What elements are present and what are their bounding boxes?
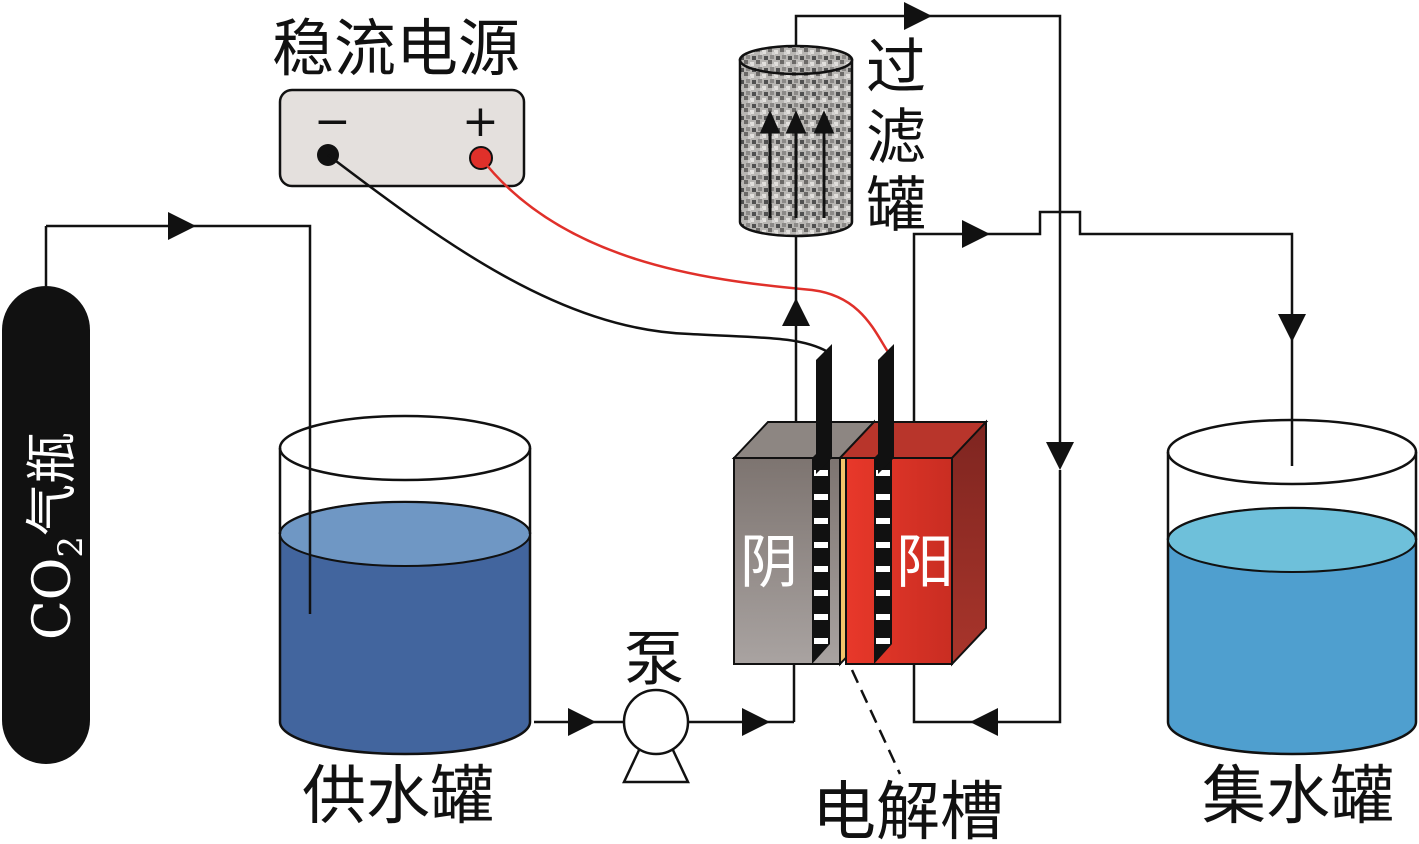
gas-bottle-formula: CO [23,558,83,640]
positive-wire [480,157,890,353]
anode-outflow-arrow [962,220,990,248]
anode-outflow-pipe [912,210,1306,466]
anode-label: 阳 [896,528,954,596]
svg-text:CO2气瓶: CO2气瓶 [23,432,91,640]
electrolyzer-pointer [850,669,902,775]
collect-tank: 集水罐 [1166,418,1418,834]
pump-line [534,664,796,736]
pump-label: 泵 [624,625,684,695]
negative-wire [327,154,829,354]
power-supply-label: 稳流电源 [272,12,520,85]
filter-tank-label-1: 过 [866,33,926,103]
filter-tank-label-2: 滤 [866,103,926,173]
electrolyzer: 阴 阳 [731,344,989,667]
gas-flow-arrow [168,212,196,240]
cathode-tab [816,344,832,474]
power-plus-label: + [462,96,499,147]
pump-inlet-arrow [568,708,596,736]
power-supply: 稳流电源 − + [272,12,526,188]
pump: 泵 [622,625,690,784]
filter-outflow-arrow [904,2,932,30]
supply-tank: 供水罐 [278,414,532,834]
cathode-outflow-arrow [782,298,810,326]
pump-outlet-arrow [742,708,770,736]
gas-bottle-subscript: 2 [51,536,91,558]
cathode-electrode-pattern [814,470,828,644]
collect-tank-label: 集水罐 [1202,760,1394,834]
gas-bottle-suffix: 气瓶 [23,432,83,536]
filter-tank: 过 滤 罐 [738,33,926,241]
filter-pipes [782,2,1074,736]
gas-bottle: CO2气瓶 [2,226,91,764]
gas-pipe [46,212,312,614]
anode-electrode-pattern [876,470,890,644]
power-minus-label: − [314,96,351,147]
collect-inflow-arrow [1278,314,1306,342]
filter-tank-label-3: 罐 [866,171,926,241]
electrolyzer-label: 电解槽 [812,776,1004,844]
return-down-arrow [1046,442,1074,470]
supply-tank-label: 供水罐 [302,760,494,834]
cathode-label: 阴 [740,528,798,596]
anode-tab [878,344,894,474]
return-left-arrow [970,708,998,736]
